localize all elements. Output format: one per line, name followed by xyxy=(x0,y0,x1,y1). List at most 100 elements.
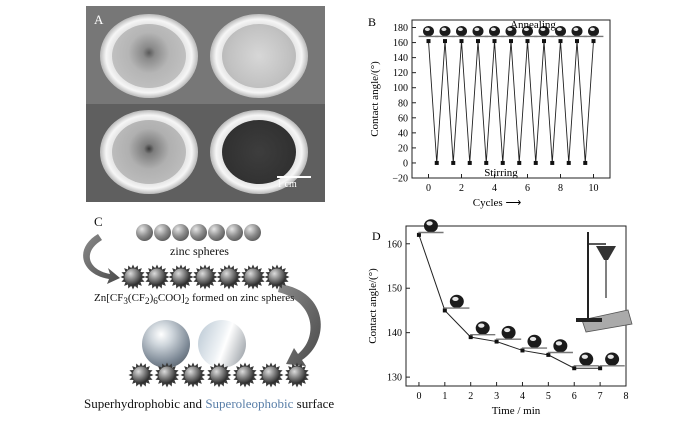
zinc-sphere xyxy=(136,224,153,241)
droplet-icon xyxy=(418,26,439,38)
droplet-icon xyxy=(418,219,444,234)
chart-b-point xyxy=(591,39,596,44)
chart-b-xtick-label: 0 xyxy=(426,183,431,194)
chart-b-point xyxy=(467,160,472,165)
chart-d-series-line xyxy=(418,234,601,369)
droplet-icon xyxy=(444,294,470,309)
coated-zinc-sphere-icon xyxy=(258,362,284,388)
zinc-sphere xyxy=(208,224,225,241)
chart-b-xtick-label: 10 xyxy=(589,183,599,194)
chart-b-ytick-label: 80 xyxy=(398,98,408,109)
chart-d-point xyxy=(494,339,499,344)
chart-b-xtick-label: 8 xyxy=(558,183,563,194)
droplet-icon xyxy=(599,352,625,367)
zinc-sphere xyxy=(172,224,189,241)
chart-d-xtick-label: 5 xyxy=(546,391,551,402)
chart-b-ytick-label: 100 xyxy=(393,83,408,94)
chart-b-xtick-label: 6 xyxy=(525,183,530,194)
chart-b-ytick-label: 40 xyxy=(398,128,408,139)
caption-surface: Superhydrophobic and Superoleophobic sur… xyxy=(84,396,335,411)
chart-b-ytick-label: 120 xyxy=(393,68,408,79)
chart-d-xtick-label: 2 xyxy=(468,391,473,402)
chart-b-point xyxy=(583,160,588,165)
chart-b-point xyxy=(443,39,447,44)
droplet-icon xyxy=(534,26,554,38)
coated-zinc-sphere-icon xyxy=(144,264,170,290)
chart-b-point xyxy=(492,39,497,44)
panel-d-label: D xyxy=(372,229,381,243)
chart-b-frame xyxy=(411,19,611,179)
chart-b-ytick-label: 60 xyxy=(398,113,408,124)
chart-d-point xyxy=(598,366,603,371)
dish-bottom-right xyxy=(210,110,308,194)
chart-b-ytick-label: 20 xyxy=(398,143,408,154)
chart-b-point xyxy=(542,39,546,44)
chart-d-point xyxy=(572,366,577,371)
chart-b-point xyxy=(500,160,505,165)
coated-zinc-sphere-icon xyxy=(284,362,310,388)
droplet-icon xyxy=(517,26,538,38)
coated-zinc-sphere-icon xyxy=(120,264,146,290)
coated-zinc-sphere-icon xyxy=(232,362,258,388)
droplet-icon xyxy=(470,321,496,336)
chart-d-xtick-label: 3 xyxy=(494,391,499,402)
chart-b-point xyxy=(426,39,431,44)
chart-d-point xyxy=(546,352,551,357)
coated-zinc-sphere-icon xyxy=(192,264,218,290)
chart-b-ytick-label: 160 xyxy=(393,38,408,49)
chart-b-series-line xyxy=(428,41,594,163)
chart-b-ytick-label: 180 xyxy=(393,23,408,34)
chart-d-xtick-label: 8 xyxy=(624,391,629,402)
dish-top-right xyxy=(210,14,308,98)
chart-b-annotation-stirring: Stirring xyxy=(484,167,518,179)
arrow-icon-right xyxy=(278,284,321,366)
scale-bar-label: 1 cm xyxy=(277,179,297,190)
chart-b-point xyxy=(509,39,513,44)
droplet-icon xyxy=(435,26,455,38)
chart-d-xtick-label: 4 xyxy=(520,391,525,402)
droplet-icon xyxy=(547,339,573,354)
chart-d-ytick-label: 150 xyxy=(387,284,402,295)
panel-c-label: C xyxy=(94,214,103,229)
chart-b-ytick-label: 140 xyxy=(393,53,408,64)
chart-b-ytick-label: −20 xyxy=(392,174,408,185)
chart-b-xlabel: Cycles ⟶ xyxy=(473,197,522,209)
coated-zinc-sphere-icon xyxy=(216,264,242,290)
chart-d-point xyxy=(442,308,447,313)
water-droplet-icon xyxy=(142,320,190,368)
chart-b-point xyxy=(566,160,571,165)
caption-zinc-spheres: zinc spheres xyxy=(170,244,229,258)
panel-c-schematic: C zinc spheres Zn[CF3(CF2)6COO]2 formed … xyxy=(80,212,340,418)
zinc-sphere xyxy=(154,224,171,241)
coated-zinc-sphere-icon xyxy=(206,362,232,388)
coated-zinc-sphere-icon xyxy=(240,264,266,290)
dispensing-apparatus-icon xyxy=(576,232,633,333)
coated-zinc-sphere-icon xyxy=(180,362,206,388)
chart-b-point xyxy=(575,39,579,44)
coated-zinc-sphere-icon xyxy=(154,362,180,388)
chart-b-point xyxy=(434,160,439,165)
chart-d-ylabel: Contact angle/(°) xyxy=(367,268,379,344)
zinc-sphere xyxy=(226,224,243,241)
droplet-icon xyxy=(550,26,571,38)
arrow-icon-top xyxy=(83,234,120,284)
chart-d-frame xyxy=(405,225,627,387)
panel-b-label: B xyxy=(368,15,376,29)
chart-d-xtick-label: 1 xyxy=(442,391,447,402)
droplet-icon xyxy=(484,26,505,38)
coated-zinc-sphere-icon xyxy=(168,264,194,290)
chart-b-point xyxy=(451,160,456,165)
chart-b-point xyxy=(517,160,522,165)
chart-d-xtick-label: 7 xyxy=(598,391,603,402)
chart-b-point xyxy=(550,160,555,165)
zinc-sphere xyxy=(190,224,207,241)
chart-d-point xyxy=(520,348,525,353)
chart-d-xtick-label: 0 xyxy=(416,391,421,402)
chart-d-ytick-label: 140 xyxy=(387,328,402,339)
droplet-icon xyxy=(501,26,521,38)
panel-a-photo: A 1 cm xyxy=(86,6,325,202)
caption-coating: Zn[CF3(CF2)6COO]2 formed on zinc spheres xyxy=(94,292,295,307)
droplet-icon xyxy=(521,334,548,349)
